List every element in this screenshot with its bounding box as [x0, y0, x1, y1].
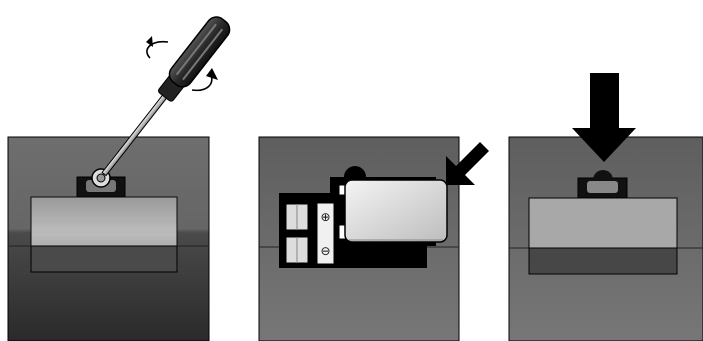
battery-icon [344, 179, 448, 243]
screw-head [593, 170, 613, 180]
step-unscrew-cover [7, 16, 231, 341]
rotate-arrows-icon [146, 36, 218, 92]
negative-terminal-symbol: ⊖ [320, 244, 330, 258]
insert-arrow-icon [446, 142, 489, 185]
step-close-cover [508, 73, 703, 341]
screwdriver-icon [101, 16, 231, 177]
cover-icon [528, 247, 678, 275]
push-down-arrow-icon [572, 73, 636, 162]
positive-terminal-symbol: ⊕ [320, 210, 330, 224]
step-insert-battery: ⊕ ⊖ [258, 136, 489, 341]
